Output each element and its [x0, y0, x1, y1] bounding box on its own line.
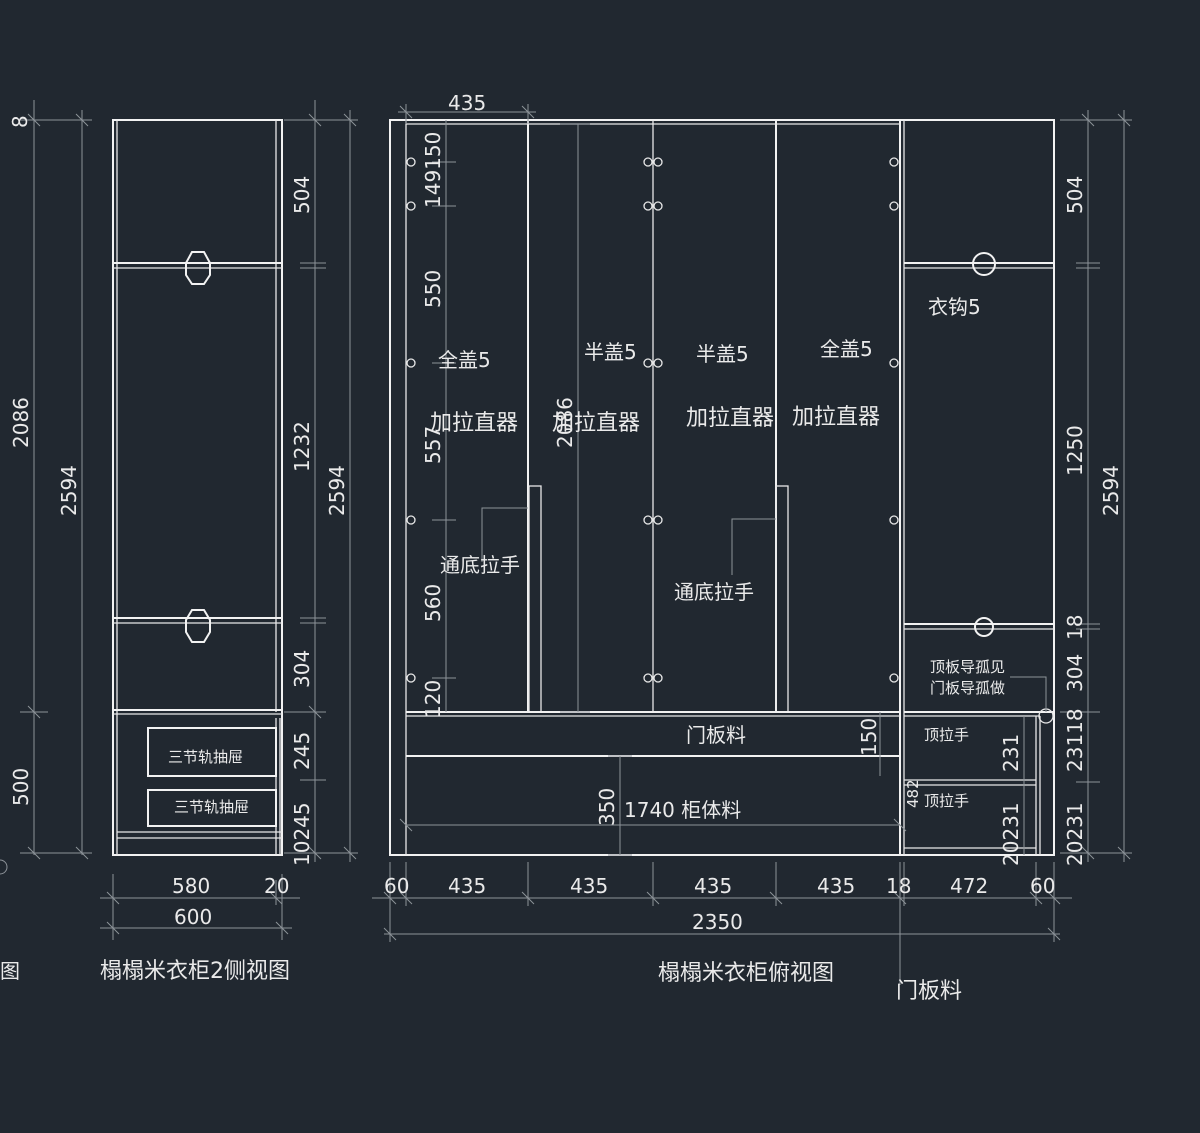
label-cabinet-1740: 1740 柜体料: [624, 798, 741, 822]
label-handle-2: 通底拉手: [674, 580, 754, 604]
right-cabinet-outline: [899, 119, 1055, 856]
hanger-rod-icon: [185, 251, 211, 285]
dim-side-580: 580: [172, 874, 210, 898]
handle-bar-left: [528, 485, 542, 713]
dim-top-435: 435: [448, 91, 486, 115]
dim-bottom-435-1: 435: [448, 874, 486, 898]
drawer-2: [147, 789, 277, 827]
left-partial-view: 8 2086 2594 500 图: [0, 100, 92, 983]
top-view-title: 榻榻米衣柜俯视图: [658, 961, 834, 986]
dim-side-20: 20: [264, 874, 289, 898]
dim-231-a: 231: [999, 734, 1023, 772]
hanger-hook-icon: [974, 617, 994, 637]
dim-560: 560: [421, 584, 445, 622]
dim-bottom-435-2: 435: [570, 874, 608, 898]
dim-side-10245: 10245: [290, 802, 314, 866]
label-hook: 衣钩5: [928, 295, 981, 319]
dim-right-1250: 1250: [1063, 425, 1087, 476]
dim-right-18: 18: [1063, 615, 1087, 640]
dim-bottom-60-right: 60: [1030, 874, 1055, 898]
dim-350: 350: [595, 788, 619, 826]
dim-right-20231: 20231: [1063, 802, 1087, 866]
dim-left-500: 500: [9, 768, 33, 806]
dim-bottom-2350: 2350: [692, 910, 743, 934]
dim-2086-center: 2086: [553, 397, 577, 448]
dim-bottom-435-4: 435: [817, 874, 855, 898]
dim-bottom-472: 472: [950, 874, 988, 898]
dim-150: 150: [857, 718, 881, 756]
dim-side-1232: 1232: [290, 421, 314, 472]
handle-bar-right: [775, 485, 789, 713]
dim-550: 550: [421, 270, 445, 308]
dim-557: 557: [421, 426, 445, 464]
label-jia-la-1: 加拉直器: [430, 411, 518, 436]
side-view: 三节轨抽屉 三节轨抽屉 504 1232 304 245 10245 2594: [100, 100, 358, 984]
label-jia-la-4: 加拉直器: [792, 405, 880, 430]
drawer-label-1: 三节轨抽屉: [168, 748, 243, 766]
dim-right-304: 304: [1063, 654, 1087, 692]
dim-left-2594: 2594: [57, 465, 81, 516]
label-pull-1: 顶拉手: [924, 726, 969, 744]
dim-side-304: 304: [290, 650, 314, 688]
dim-bottom-435-3: 435: [694, 874, 732, 898]
dim-side-2594: 2594: [325, 465, 349, 516]
label-jia-la-3: 加拉直器: [686, 406, 774, 431]
dim-left-8: 8: [8, 115, 32, 128]
dim-right-23118: 23118: [1063, 708, 1087, 772]
label-guide-1: 顶板导孤见: [930, 658, 1005, 676]
label-door-panel: 门板料: [686, 723, 746, 747]
hanger-hook-icon: [972, 252, 996, 276]
dim-right-2594: 2594: [1099, 465, 1123, 516]
dim-120: 120: [421, 680, 445, 718]
hinge-icons: [406, 157, 899, 683]
dim-bottom-60-left: 60: [384, 874, 409, 898]
dim-side-245: 245: [290, 732, 314, 770]
hanger-rod-icon: [185, 609, 211, 643]
label-ban-gai-1: 半盖5: [584, 340, 637, 364]
side-view-outline: [112, 119, 283, 856]
label-quan-gai-1: 全盖5: [438, 348, 491, 372]
dim-482: 482: [904, 779, 922, 808]
label-ban-gai-2: 半盖5: [696, 342, 749, 366]
top-view: 435 149150 550 557 560 120 2086 全盖5 半盖5 …: [372, 91, 1132, 1004]
dim-side-600: 600: [174, 905, 212, 929]
dim-right-504: 504: [1063, 176, 1087, 214]
label-handle-1: 通底拉手: [440, 553, 520, 577]
label-pull-2: 顶拉手: [924, 792, 969, 810]
side-view-title: 榻榻米衣柜2侧视图: [100, 959, 290, 984]
left-view-title-fragment: 图: [0, 959, 20, 983]
dim-side-504: 504: [290, 176, 314, 214]
drawer-1: [147, 727, 277, 777]
label-door-panel-below: 门板料: [896, 979, 962, 1004]
main-cabinet-outline: [389, 119, 901, 856]
dim-149150: 149150: [421, 132, 445, 208]
dim-20231-a: 20231: [999, 802, 1023, 866]
dim-bottom-18: 18: [886, 874, 911, 898]
label-jia-la-2: 加拉直器: [552, 411, 640, 436]
dim-left-2086: 2086: [9, 397, 33, 448]
drawer-label-2: 三节轨抽屉: [174, 798, 249, 816]
label-quan-gai-2: 全盖5: [820, 337, 873, 361]
label-guide-2: 门板导孤做: [930, 679, 1005, 697]
